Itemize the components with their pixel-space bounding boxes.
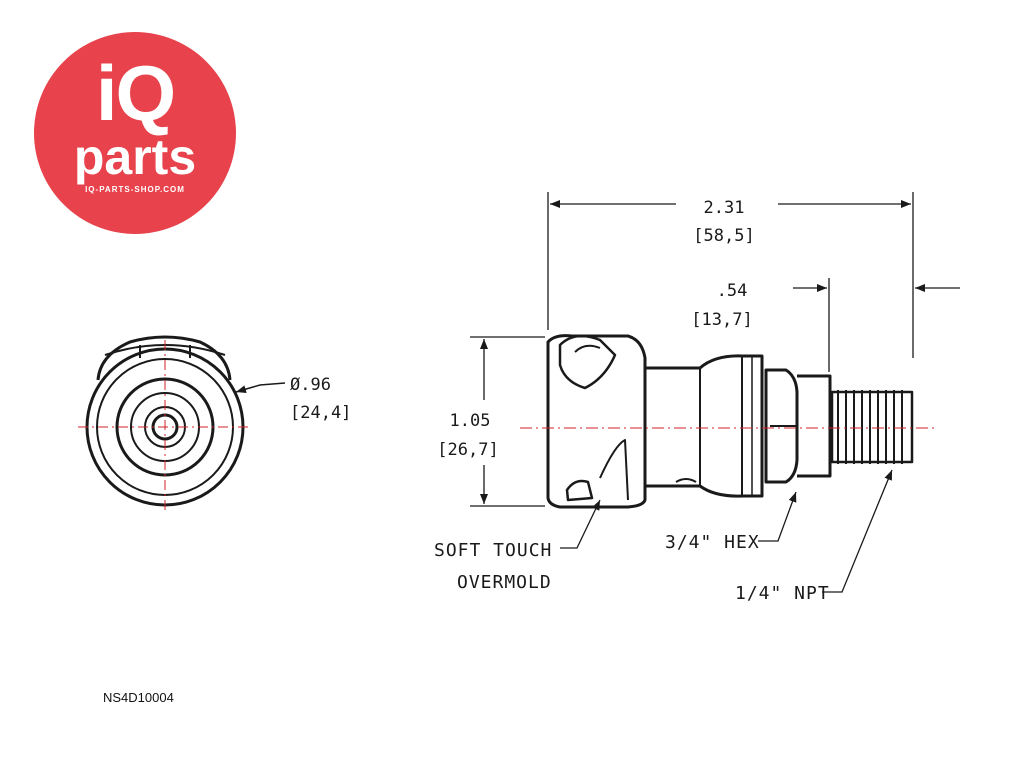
thread-length-dim	[793, 278, 960, 372]
height-mm: [26,7]	[437, 440, 498, 460]
diameter-leader	[235, 382, 286, 394]
height-inch: 1.05	[450, 411, 491, 431]
overmold-label-line1: SOFT TOUCH	[434, 540, 552, 561]
iq-parts-logo: iQ parts IQ-PARTS-SHOP.COM	[34, 32, 236, 234]
callout-leaders	[560, 469, 893, 593]
hex-label: 3/4" HEX	[665, 532, 760, 553]
side-view	[546, 334, 914, 509]
part-number: NS4D10004	[103, 690, 174, 705]
logo-brand-bottom: parts	[73, 129, 197, 185]
thread-length-inch: .54	[717, 281, 748, 301]
thread-ridges	[837, 390, 903, 464]
overall-length-inch: 2.31	[704, 198, 745, 218]
logo-url: IQ-PARTS-SHOP.COM	[85, 185, 185, 194]
end-view-centerlines	[78, 340, 252, 514]
height-dim	[470, 336, 545, 507]
logo-brand-top: iQ	[95, 49, 176, 137]
overall-length-dim	[547, 192, 914, 358]
thread-length-mm: [13,7]	[691, 310, 752, 330]
overall-length-mm: [58,5]	[693, 226, 754, 246]
overmold-label-line2: OVERMOLD	[457, 572, 552, 593]
npt-label: 1/4" NPT	[735, 583, 830, 604]
diameter-mm: [24,4]	[290, 403, 351, 423]
diameter-inch: Ø.96	[290, 375, 331, 395]
